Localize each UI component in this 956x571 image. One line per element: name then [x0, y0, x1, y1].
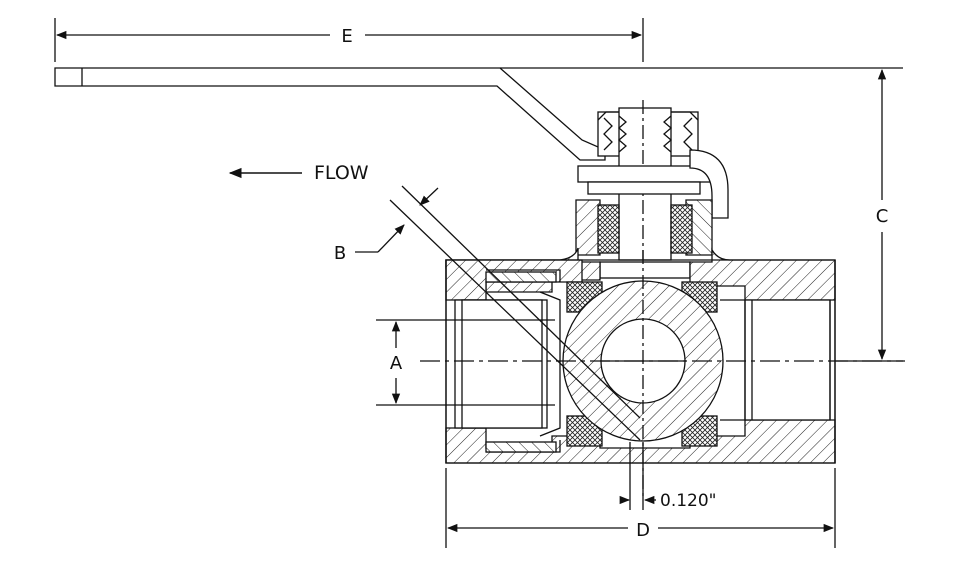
label-e: E: [341, 26, 352, 47]
dimension-e: [54, 18, 644, 62]
dimension-a: [376, 319, 555, 406]
right-end-bore: [720, 299, 831, 421]
label-a: A: [390, 353, 403, 374]
dimension-d: [445, 468, 836, 548]
label-d: D: [636, 520, 650, 541]
left-end-bore: [454, 269, 561, 453]
dimension-gap: [619, 442, 656, 510]
label-flow: FLOW: [314, 162, 369, 184]
lever-handle: [54, 67, 903, 161]
label-c: C: [876, 206, 889, 227]
dimension-b: [355, 185, 641, 441]
bonnet: [575, 199, 713, 279]
label-b: B: [334, 243, 346, 264]
label-gap: 0.120": [660, 491, 717, 511]
stop-plate: [577, 149, 729, 219]
dimension-c: [835, 68, 903, 362]
